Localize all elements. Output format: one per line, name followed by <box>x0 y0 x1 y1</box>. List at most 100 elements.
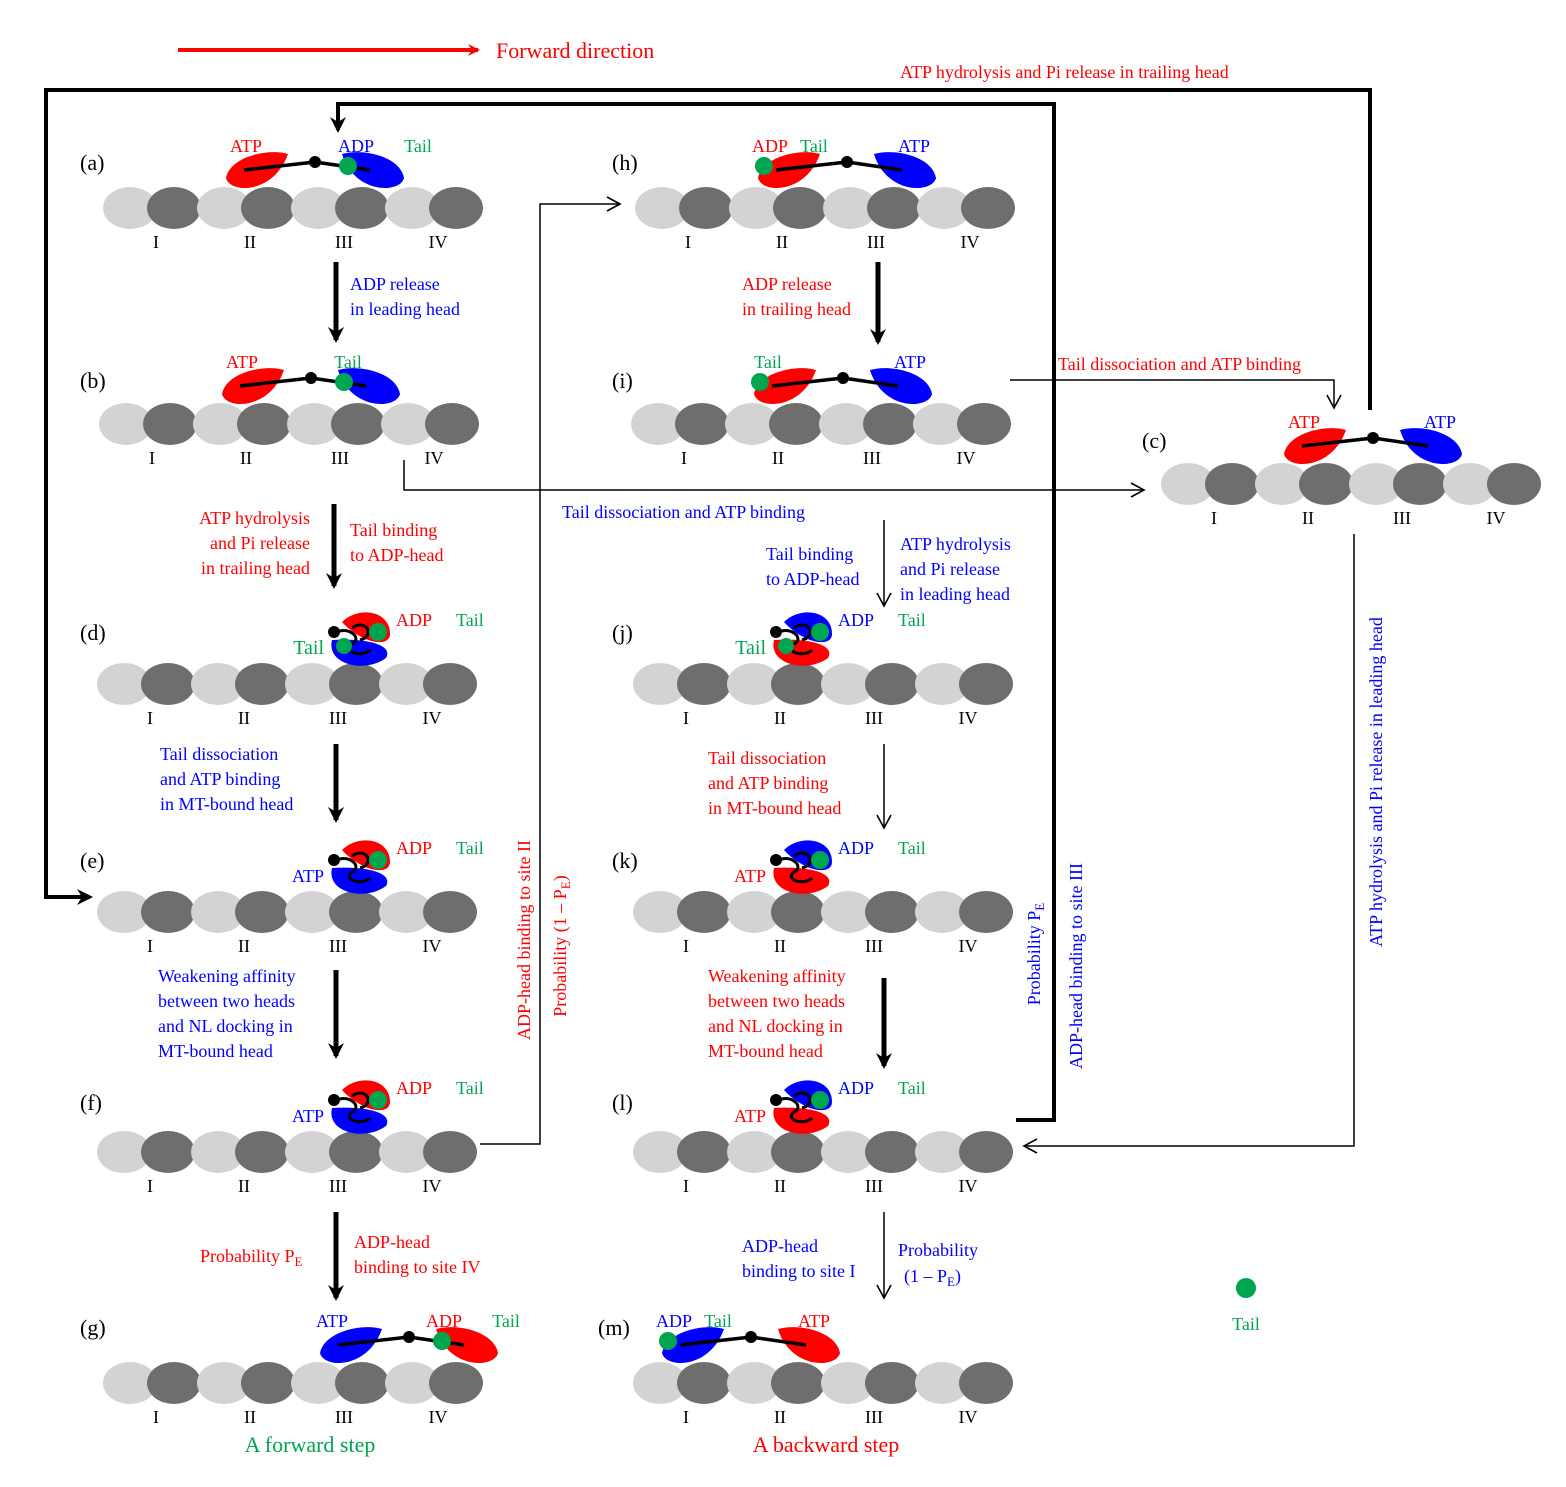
transition-f-g-right: ADP-head <box>354 1232 430 1252</box>
site-label-I: I <box>147 708 153 728</box>
transition-h-i: ADP release <box>742 274 832 294</box>
state-j-label: ADP <box>838 610 874 630</box>
state-g-label: Tail <box>492 1311 520 1331</box>
tubulin-alpha <box>917 187 971 229</box>
tubulin-alpha <box>381 403 435 445</box>
state-h-label: ADP <box>752 136 788 156</box>
neck-linker <box>239 376 312 388</box>
neck-linker <box>775 1091 814 1124</box>
transition-d-e: Tail dissociation <box>160 744 278 764</box>
site-label-I: I <box>153 1407 159 1427</box>
site-label-I: I <box>1211 508 1217 528</box>
transition-l-a-2: ADP-head binding to site III <box>1066 863 1086 1069</box>
tubulin-alpha <box>915 663 969 705</box>
transition-h-i: in trailing head <box>742 299 851 319</box>
tubulin-beta <box>143 403 197 445</box>
transition-b-c: Tail dissociation and ATP binding <box>562 502 805 522</box>
transition-j-k: Tail dissociation <box>708 748 826 768</box>
stalk-junction <box>328 1094 340 1106</box>
tubulin-alpha <box>635 187 689 229</box>
state-label-b: (b) <box>80 368 106 393</box>
transition-b-d-left: ATP hydrolysis <box>199 508 310 528</box>
tubulin-beta <box>141 663 195 705</box>
tubulin-beta <box>771 1131 825 1173</box>
tubulin-alpha <box>97 891 151 933</box>
state-label-i: (i) <box>612 368 633 393</box>
tubulin-beta <box>773 187 827 229</box>
tail-icon <box>778 638 794 654</box>
stalk-junction <box>1367 432 1379 444</box>
leading-head <box>436 1327 498 1363</box>
state-e-label: ATP <box>292 866 324 886</box>
site-label-I: I <box>153 232 159 252</box>
transition-a-b: ADP release <box>350 274 440 294</box>
site-label-III: III <box>1393 508 1411 528</box>
transition-l-m-right-part: (1 – P <box>904 1266 947 1287</box>
tubulin-alpha <box>99 403 153 445</box>
tubulin-alpha <box>379 1131 433 1173</box>
site-label-II: II <box>1302 508 1314 528</box>
site-label-III: III <box>329 1176 347 1196</box>
neck-linker <box>775 160 848 172</box>
tubulin-beta <box>423 663 477 705</box>
site-label-III: III <box>865 1407 883 1427</box>
tubulin-alpha <box>821 891 875 933</box>
site-label-I: I <box>147 936 153 956</box>
tubulin-alpha <box>821 1131 875 1173</box>
tubulin-alpha <box>729 187 783 229</box>
connectors <box>44 88 1372 1301</box>
transition-f-h-1: ADP-head binding to site II <box>514 840 534 1040</box>
tubulin-alpha <box>633 1131 687 1173</box>
tubulin-beta <box>677 891 731 933</box>
transition-a-b: in leading head <box>350 299 460 319</box>
tubulin-alpha <box>727 663 781 705</box>
transition-k-l: MT-bound head <box>708 1041 823 1061</box>
tubulin-alpha <box>913 403 967 445</box>
stalk-junction <box>305 372 317 384</box>
neck-linker <box>1301 436 1374 448</box>
tubulin-alpha <box>823 187 877 229</box>
tubulin-beta <box>235 1131 289 1173</box>
tubulin-beta <box>331 403 385 445</box>
site-label-IV: IV <box>429 1407 448 1427</box>
transition-d-e: and ATP binding <box>160 769 280 789</box>
neck-linker <box>775 623 814 656</box>
tubulin-alpha <box>727 891 781 933</box>
tubulin-beta <box>1299 463 1353 505</box>
tubulin-alpha <box>1443 463 1497 505</box>
tubulin-beta <box>771 1362 825 1404</box>
transition-c-l-part: ATP hydrolysis and Pi release in leading… <box>1366 617 1386 947</box>
tubulin-alpha <box>285 891 339 933</box>
tubulin-alpha <box>915 1362 969 1404</box>
tubulin-beta <box>335 1362 389 1404</box>
site-label-II: II <box>774 936 786 956</box>
site-label-II: II <box>244 232 256 252</box>
site-label-IV: IV <box>959 1176 978 1196</box>
site-label-III: III <box>865 1176 883 1196</box>
tubulin-alpha <box>727 1362 781 1404</box>
tubulin-beta <box>959 1362 1013 1404</box>
tubulin-beta <box>235 663 289 705</box>
tubulin-beta <box>141 1131 195 1173</box>
site-label-I: I <box>683 936 689 956</box>
site-label-IV: IV <box>961 232 980 252</box>
neck-linker <box>842 376 899 388</box>
arrow-c-l <box>1022 534 1355 1154</box>
stalk-junction <box>328 626 340 638</box>
state-i-label: ATP <box>894 352 926 372</box>
state-d-label: Tail <box>293 637 324 659</box>
state-label-c: (c) <box>1142 428 1166 453</box>
tubulin-alpha <box>291 1362 345 1404</box>
state-i-label: Tail <box>754 352 782 372</box>
tubulin-alpha <box>819 403 873 445</box>
tail-icon <box>339 157 357 175</box>
transition-l-m-left: ADP-head <box>742 1236 818 1256</box>
